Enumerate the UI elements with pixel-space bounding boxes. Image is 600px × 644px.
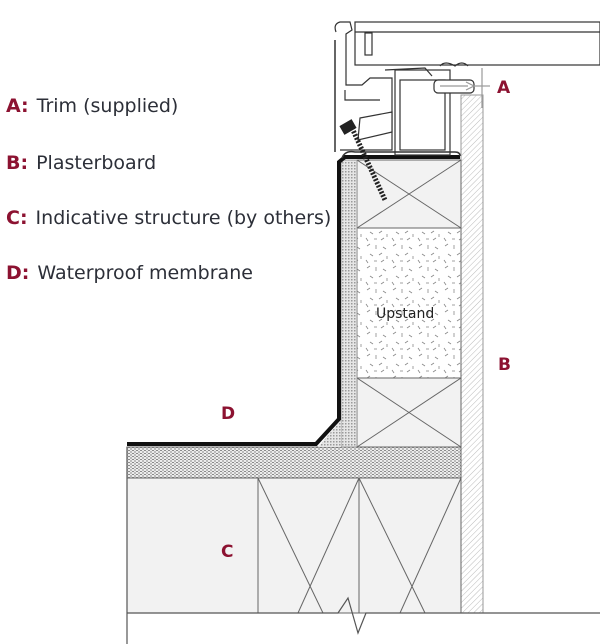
break-line: [126, 447, 600, 644]
legend-text: Plasterboard: [36, 152, 157, 174]
legend-text: Indicative structure (by others): [35, 207, 332, 229]
legend-key: D:: [6, 262, 30, 284]
legend-key: C:: [6, 207, 28, 229]
callout-b: B: [498, 355, 511, 375]
legend-key: B:: [6, 152, 29, 174]
legend-item-plasterboard: B: Plasterboard: [6, 152, 156, 174]
callout-d: D: [221, 404, 236, 424]
waterproof-membrane: [127, 155, 460, 446]
callout-c: C: [221, 542, 234, 562]
legend-text: Waterproof membrane: [37, 262, 253, 284]
fillet: [318, 420, 341, 447]
window-frame: [334, 21, 600, 159]
upstand-board: [340, 159, 358, 448]
legend-text: Trim (supplied): [36, 95, 179, 117]
structure: [126, 477, 462, 614]
legend-key: A:: [6, 95, 29, 117]
screed-layer: [126, 446, 462, 479]
upstand: Upstand: [356, 159, 462, 448]
legend-item-structure: C: Indicative structure (by others): [6, 207, 331, 229]
upstand-label: Upstand: [376, 306, 434, 322]
fixing-screw: [349, 126, 388, 202]
screw-head: [339, 119, 357, 135]
plasterboard: [460, 94, 484, 614]
legend-item-membrane: D: Waterproof membrane: [6, 262, 253, 284]
callout-a: A: [497, 78, 511, 98]
legend-item-trim: A: Trim (supplied): [6, 95, 178, 117]
